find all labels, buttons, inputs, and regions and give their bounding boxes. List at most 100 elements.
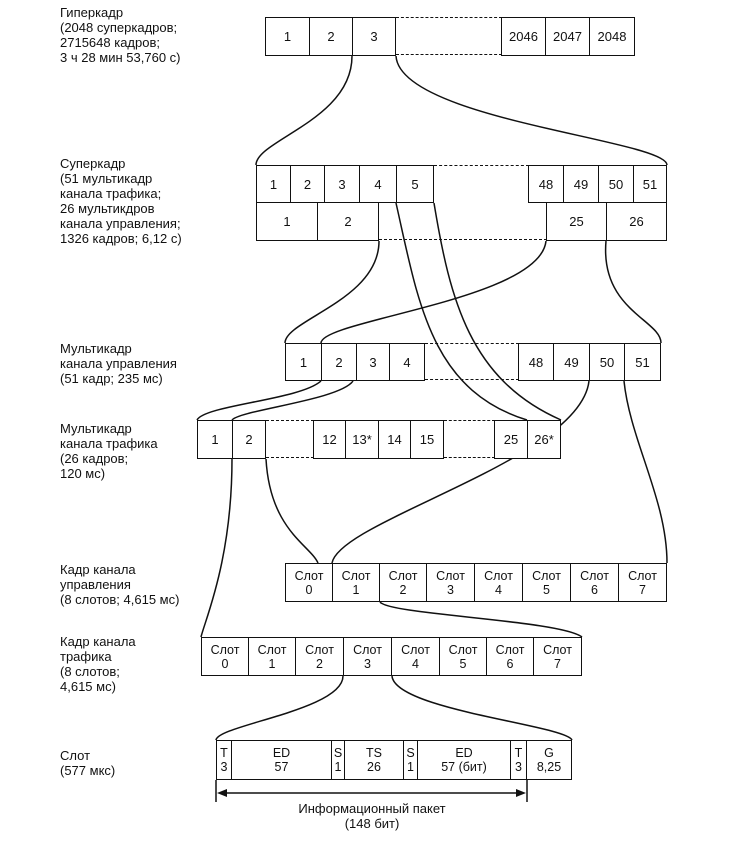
slot-field-bits: 1 [407, 760, 414, 774]
superframe-to-control-mf-right [320, 240, 547, 344]
traffic-frame-label-line: Кадр канала [60, 634, 136, 649]
superframe-cell: 26 [606, 202, 667, 241]
hyperframe-cell: 2046 [501, 17, 546, 56]
slot-field-bits: 3 [220, 760, 228, 774]
superframe-cell: 2 [317, 202, 379, 241]
slot-label-line: Слот [60, 748, 91, 763]
control-multiframe-cell: 1 [285, 343, 322, 381]
traffic-mf-to-traffic-frame-l [200, 458, 233, 638]
traffic-multiframe-cell: 1 [197, 420, 233, 459]
hyperframe-cell: 2047 [545, 17, 590, 56]
slot-field: S 1 [331, 740, 345, 780]
hyperframe-cell: 2048 [589, 17, 635, 56]
slot-field-bits: 57 (бит) [441, 760, 487, 774]
slot-word: Слот [210, 642, 240, 657]
control-frame-label-line: (8 слотов; 4,615 мс) [60, 592, 180, 607]
traffic-multiframe-label-line: 120 мс) [60, 466, 106, 481]
info-packet-caption-line: (148 бит) [344, 816, 400, 831]
slot-label-line: (577 мкс) [60, 763, 116, 778]
superframe-label-line: Суперкадр [60, 156, 126, 171]
slot-number: 6 [591, 582, 598, 597]
control-multiframe-cell: 4 [389, 343, 425, 381]
hyperframe-to-superframe-left [255, 55, 353, 166]
info-packet-caption-line: Информационный пакет [298, 801, 446, 816]
traffic-frame-to-slot-left [215, 675, 344, 741]
slot-field: T 3 [510, 740, 527, 780]
superframe-to-traffic-mf-right [433, 202, 562, 421]
slot-field-bits: 8,25 [536, 760, 562, 774]
control-frame-slot: Слот 5 [522, 563, 571, 602]
superframe-cell: 50 [598, 165, 634, 203]
hyperframe-cell: 2 [309, 17, 353, 56]
slot-field-name: ED [272, 746, 291, 760]
dashed-gap [266, 457, 314, 458]
superframe-label: Суперкадр (51 мультикадр канала трафика;… [60, 156, 182, 246]
hyperframe-label-line: (2048 суперкадров; [60, 20, 178, 35]
control-frame-slot: Слот 1 [332, 563, 380, 602]
traffic-multiframe-cell: 13* [345, 420, 379, 459]
slot-field-bits: 57 [274, 760, 289, 774]
slot-word: Слот [484, 568, 513, 583]
slot-field-bits: 3 [515, 760, 522, 774]
superframe-cell: 2 [290, 165, 325, 203]
control-frame-label-line: Кадр канала [60, 562, 136, 577]
slot-number: 5 [459, 656, 467, 671]
slot-number: 7 [554, 656, 561, 671]
traffic-multiframe-label-line: (26 кадров; [60, 451, 129, 466]
superframe-label-line: 1326 кадров; 6,12 с) [60, 231, 182, 246]
superframe-cell: 3 [324, 165, 360, 203]
dashed-gap [266, 420, 314, 421]
slot-number: 2 [316, 656, 323, 671]
slot-field-name: TS [366, 746, 382, 760]
slot-word: Слот [543, 642, 572, 657]
traffic-multiframe-label-line: Мультикадр [60, 421, 132, 436]
control-mf-to-traffic-mf-left [196, 380, 322, 421]
packet-span-arrowhead-left [217, 789, 227, 797]
control-frame-label: Кадр канала управления (8 слотов; 4,615 … [60, 562, 179, 607]
slot-number: 1 [352, 582, 360, 597]
control-multiframe-label-line: (51 кадр; 235 мс) [60, 371, 163, 386]
traffic-frame-slot: Слот 0 [201, 637, 249, 676]
control-frame-to-traffic-frame [379, 601, 583, 638]
superframe-to-traffic-mf-left [395, 202, 528, 421]
traffic-multiframe-cell: 26* [527, 420, 561, 459]
superframe-label-line: канала управления; [60, 216, 181, 231]
superframe-label-line: канала трафика; [60, 186, 162, 201]
dashed-gap [444, 420, 495, 421]
hyperframe-cell: 1 [265, 17, 310, 56]
slot-word: Слот [388, 568, 418, 583]
control-multiframe-cell: 51 [624, 343, 661, 381]
control-multiframe-label: Мультикадр канала управления (51 кадр; 2… [60, 341, 177, 386]
hyperframe-label: Гиперкадр (2048 суперкадров; 2715648 кад… [60, 5, 181, 65]
slot-field-name: ED [455, 746, 473, 760]
slot-word: Слот [628, 568, 657, 583]
traffic-mf-to-control-frame-l [265, 458, 319, 564]
slot-field: T 3 [216, 740, 232, 780]
superframe-to-control-mf-end [604, 240, 662, 344]
slot-field-name: S [406, 746, 415, 760]
slot-field-name: T [514, 746, 523, 760]
control-multiframe-cell: 48 [518, 343, 554, 381]
slot-number: 1 [268, 656, 276, 671]
slot-field: TS 26 [344, 740, 404, 780]
slot-field-name: T [220, 746, 228, 760]
traffic-frame-label-line: 4,615 мс) [60, 679, 116, 694]
traffic-multiframe-label: Мультикадр канала трафика (26 кадров; 12… [60, 421, 158, 481]
traffic-frame-label-line: (8 слотов; [60, 664, 120, 679]
dashed-gap [434, 165, 529, 166]
dashed-gap [425, 343, 519, 344]
traffic-frame-slot: Слот 5 [439, 637, 487, 676]
traffic-frame-slot: Слот 6 [486, 637, 534, 676]
control-multiframe-cell: 2 [321, 343, 357, 381]
slot-number: 0 [221, 656, 229, 671]
slot-word: Слот [495, 642, 525, 657]
dashed-gap [396, 54, 502, 55]
slot-word: Слот [305, 642, 334, 657]
control-multiframe-cell: 3 [356, 343, 390, 381]
traffic-multiframe-cell: 25 [494, 420, 528, 459]
slot-field: ED 57 [231, 740, 332, 780]
control-frame-slot: Слот 3 [426, 563, 475, 602]
control-frame-slot: Слот 0 [285, 563, 333, 602]
slot-number: 2 [399, 582, 407, 597]
dashed-gap [425, 379, 519, 380]
